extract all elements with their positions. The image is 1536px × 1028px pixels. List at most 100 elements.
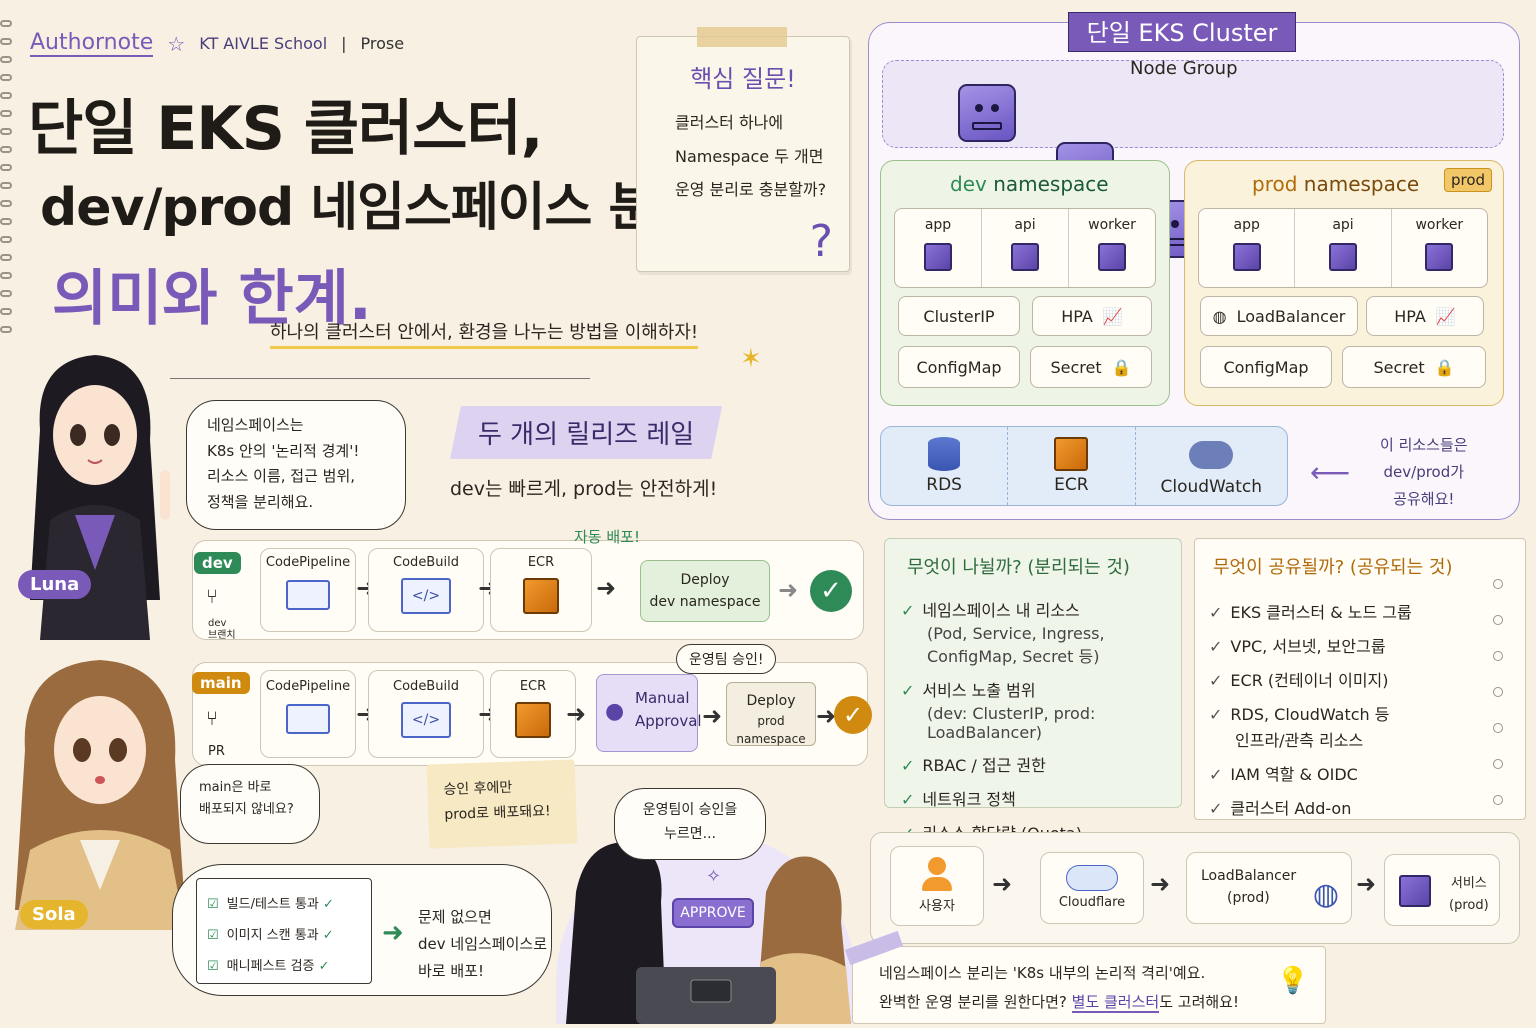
arrow-icon: ➜ — [596, 574, 617, 602]
bubble-line: K8s 안의 '논리적 경계'! — [207, 441, 360, 460]
arrow-icon: ➜ — [702, 702, 723, 730]
flow-label: (prod) — [1449, 898, 1489, 914]
branch-icon: ⑂ — [206, 584, 218, 608]
item-sub: 인프라/관측 리소스 — [1235, 731, 1364, 750]
auto-deploy-note: 자동 배포! — [574, 528, 640, 546]
question-heading: 핵심 질문! — [690, 65, 796, 93]
sparkle-icon: ✧ — [706, 866, 722, 887]
globe-icon: ◍ — [1312, 877, 1339, 912]
checklist-item: ☑빌드/테스트 통과 ✓ — [207, 889, 361, 920]
workload-worker: worker — [1069, 209, 1155, 287]
pipeline-icon — [286, 580, 330, 610]
flow-label: 서비스 — [1450, 876, 1487, 891]
cell-label: ConfigMap — [916, 357, 1002, 377]
node-group-label: Node Group — [1130, 58, 1238, 79]
result-line: 문제 없으면 — [418, 908, 492, 926]
workload-label: app — [924, 217, 952, 233]
item-text: 네임스페이스 내 리소스 — [922, 601, 1080, 620]
arrow-icon: ➜ — [778, 576, 799, 604]
title-line-1: 단일 EKS 클러스터, — [28, 94, 543, 164]
sola-illustration — [0, 650, 200, 930]
lock-icon: 🔒 — [1111, 357, 1132, 377]
prod-deploy-box: Deploy prod namespace — [726, 682, 816, 746]
title-line-3: 의미와 한계. — [52, 264, 372, 334]
shared-resources-box: RDS ECR CloudWatch — [880, 426, 1288, 506]
deploy-target: prod namespace — [736, 714, 806, 746]
main-stage-ecr: ECR — [490, 670, 576, 758]
cell-label: LoadBalancer — [1236, 306, 1346, 326]
checklist-label: 매니페스트 검증 — [226, 959, 315, 975]
shared-rds: RDS — [881, 427, 1009, 505]
pipeline-icon — [286, 704, 330, 734]
shared-item: ✓EKS 클러스터 & 노드 그룹 — [1209, 599, 1525, 623]
flow-user: 사용자 — [890, 846, 984, 926]
prod-workloads: app api worker — [1198, 208, 1488, 288]
bubble-line: 누르면... — [664, 825, 716, 842]
main-branch-sub: PR — [208, 744, 225, 759]
shared-card: 무엇이 공유될까? (공유되는 것) ✓EKS 클러스터 & 노드 그룹 ✓ VP… — [1194, 538, 1526, 820]
flow-label: 사용자 — [919, 899, 955, 914]
shared-item: ✓IAM 역할 & OIDC — [1209, 761, 1525, 785]
result-text: 문제 없으면 dev 네임스페이스로 바로 배포! — [418, 904, 547, 985]
cell-label: HPA — [1061, 306, 1093, 326]
shared-note: 이 리소스들은 dev/prod가 공유해요! — [1380, 432, 1468, 513]
shared-item: ✓ECR (컨테이너 이미지) — [1209, 667, 1525, 691]
ring-hole — [1493, 579, 1503, 589]
ns-suffix: namespace — [1303, 172, 1420, 196]
dev-stage-codebuild: CodeBuild </> — [368, 548, 484, 632]
manual-approval-box[interactable]: ● Manual Approval — [596, 674, 702, 752]
question-note: 핵심 질문! 클러스터 하나에 Namespace 두 개면 운영 분리로 충분… — [636, 27, 850, 272]
approve-button[interactable]: APPROVE — [672, 898, 754, 928]
separated-heading: 무엇이 나뉠까? (분리되는 것) — [907, 557, 1130, 578]
arrow-icon: ➜ — [992, 870, 1013, 898]
deploy-label: Deploy — [746, 693, 796, 709]
flow-label: Cloudflare — [1058, 895, 1126, 910]
cell-label: Secret — [1050, 357, 1102, 377]
bubble-line: 네임스페이스는 — [207, 416, 304, 434]
shared-ecr: ECR — [1008, 427, 1136, 505]
dev-branch-tag: dev — [194, 552, 241, 574]
chart-icon: 📈 — [1435, 306, 1456, 326]
ecr-icon — [515, 702, 551, 738]
item-text: VPC, 서브넷, 보안그룹 — [1230, 637, 1386, 656]
cloud-icon — [1189, 441, 1234, 469]
ring-hole — [1493, 615, 1503, 625]
checkbox-icon: ☑ — [207, 897, 219, 912]
ring-hole — [1493, 723, 1503, 733]
star-icon: ☆ — [167, 31, 186, 56]
prod-loadbalancer: ◍ LoadBalancer — [1200, 296, 1358, 336]
stage-label: CodePipeline — [265, 555, 351, 570]
ring-hole — [1493, 795, 1503, 805]
question-line: 운영 분리로 충분할까? — [675, 180, 827, 200]
checklist-item: ☑이미지 스캔 통과 ✓ — [207, 920, 361, 951]
pod-cube-icon — [1232, 243, 1261, 271]
question-line: 클러스터 하나에 — [675, 113, 784, 132]
ecr-icon — [1054, 437, 1089, 471]
ring-hole — [1493, 687, 1503, 697]
shared-heading: 무엇이 공유될까? (공유되는 것) — [1213, 557, 1453, 578]
checkbox-icon: ☑ — [207, 928, 219, 944]
globe-icon: ◍ — [1212, 306, 1227, 326]
footer-text: 완벽한 운영 분리를 원한다면? — [879, 992, 1072, 1011]
luna-speech-bubble: 네임스페이스는 K8s 안의 '논리적 경계'! 리소스 이름, 접근 범위, … — [186, 400, 406, 530]
tape — [697, 27, 787, 47]
arrow-icon: ➜ — [816, 702, 837, 730]
ns-label: prod — [1252, 172, 1298, 196]
workload-label: app — [1233, 217, 1260, 233]
subtitle: 하나의 클러스터 안에서, 환경을 나누는 방법을 이해하자! — [270, 318, 699, 349]
main-stage-codebuild: CodeBuild </> — [368, 670, 484, 758]
cell-label: ClusterIP — [923, 306, 995, 326]
flow-cloudflare: Cloudflare — [1040, 852, 1144, 924]
cell-label: HPA — [1394, 306, 1426, 326]
dev-hpa: HPA📈 — [1032, 296, 1152, 336]
lightbulb-icon: 💡 — [1276, 966, 1309, 996]
dev-stage-codepipeline: CodePipeline — [260, 548, 356, 632]
separated-item: ✓네임스페이스 내 리소스(Pod, Service, Ingress, Con… — [901, 597, 1181, 667]
cell-label: ConfigMap — [1223, 357, 1309, 377]
shared-item: ✓클러스터 Add-on — [1209, 795, 1525, 819]
pod-cube-icon — [1011, 243, 1039, 271]
bubble-line: 운영팀이 승인을 — [642, 802, 738, 818]
check-circle-icon: ✓ — [1209, 705, 1223, 724]
sparkle-icon: ✶ — [740, 344, 762, 374]
